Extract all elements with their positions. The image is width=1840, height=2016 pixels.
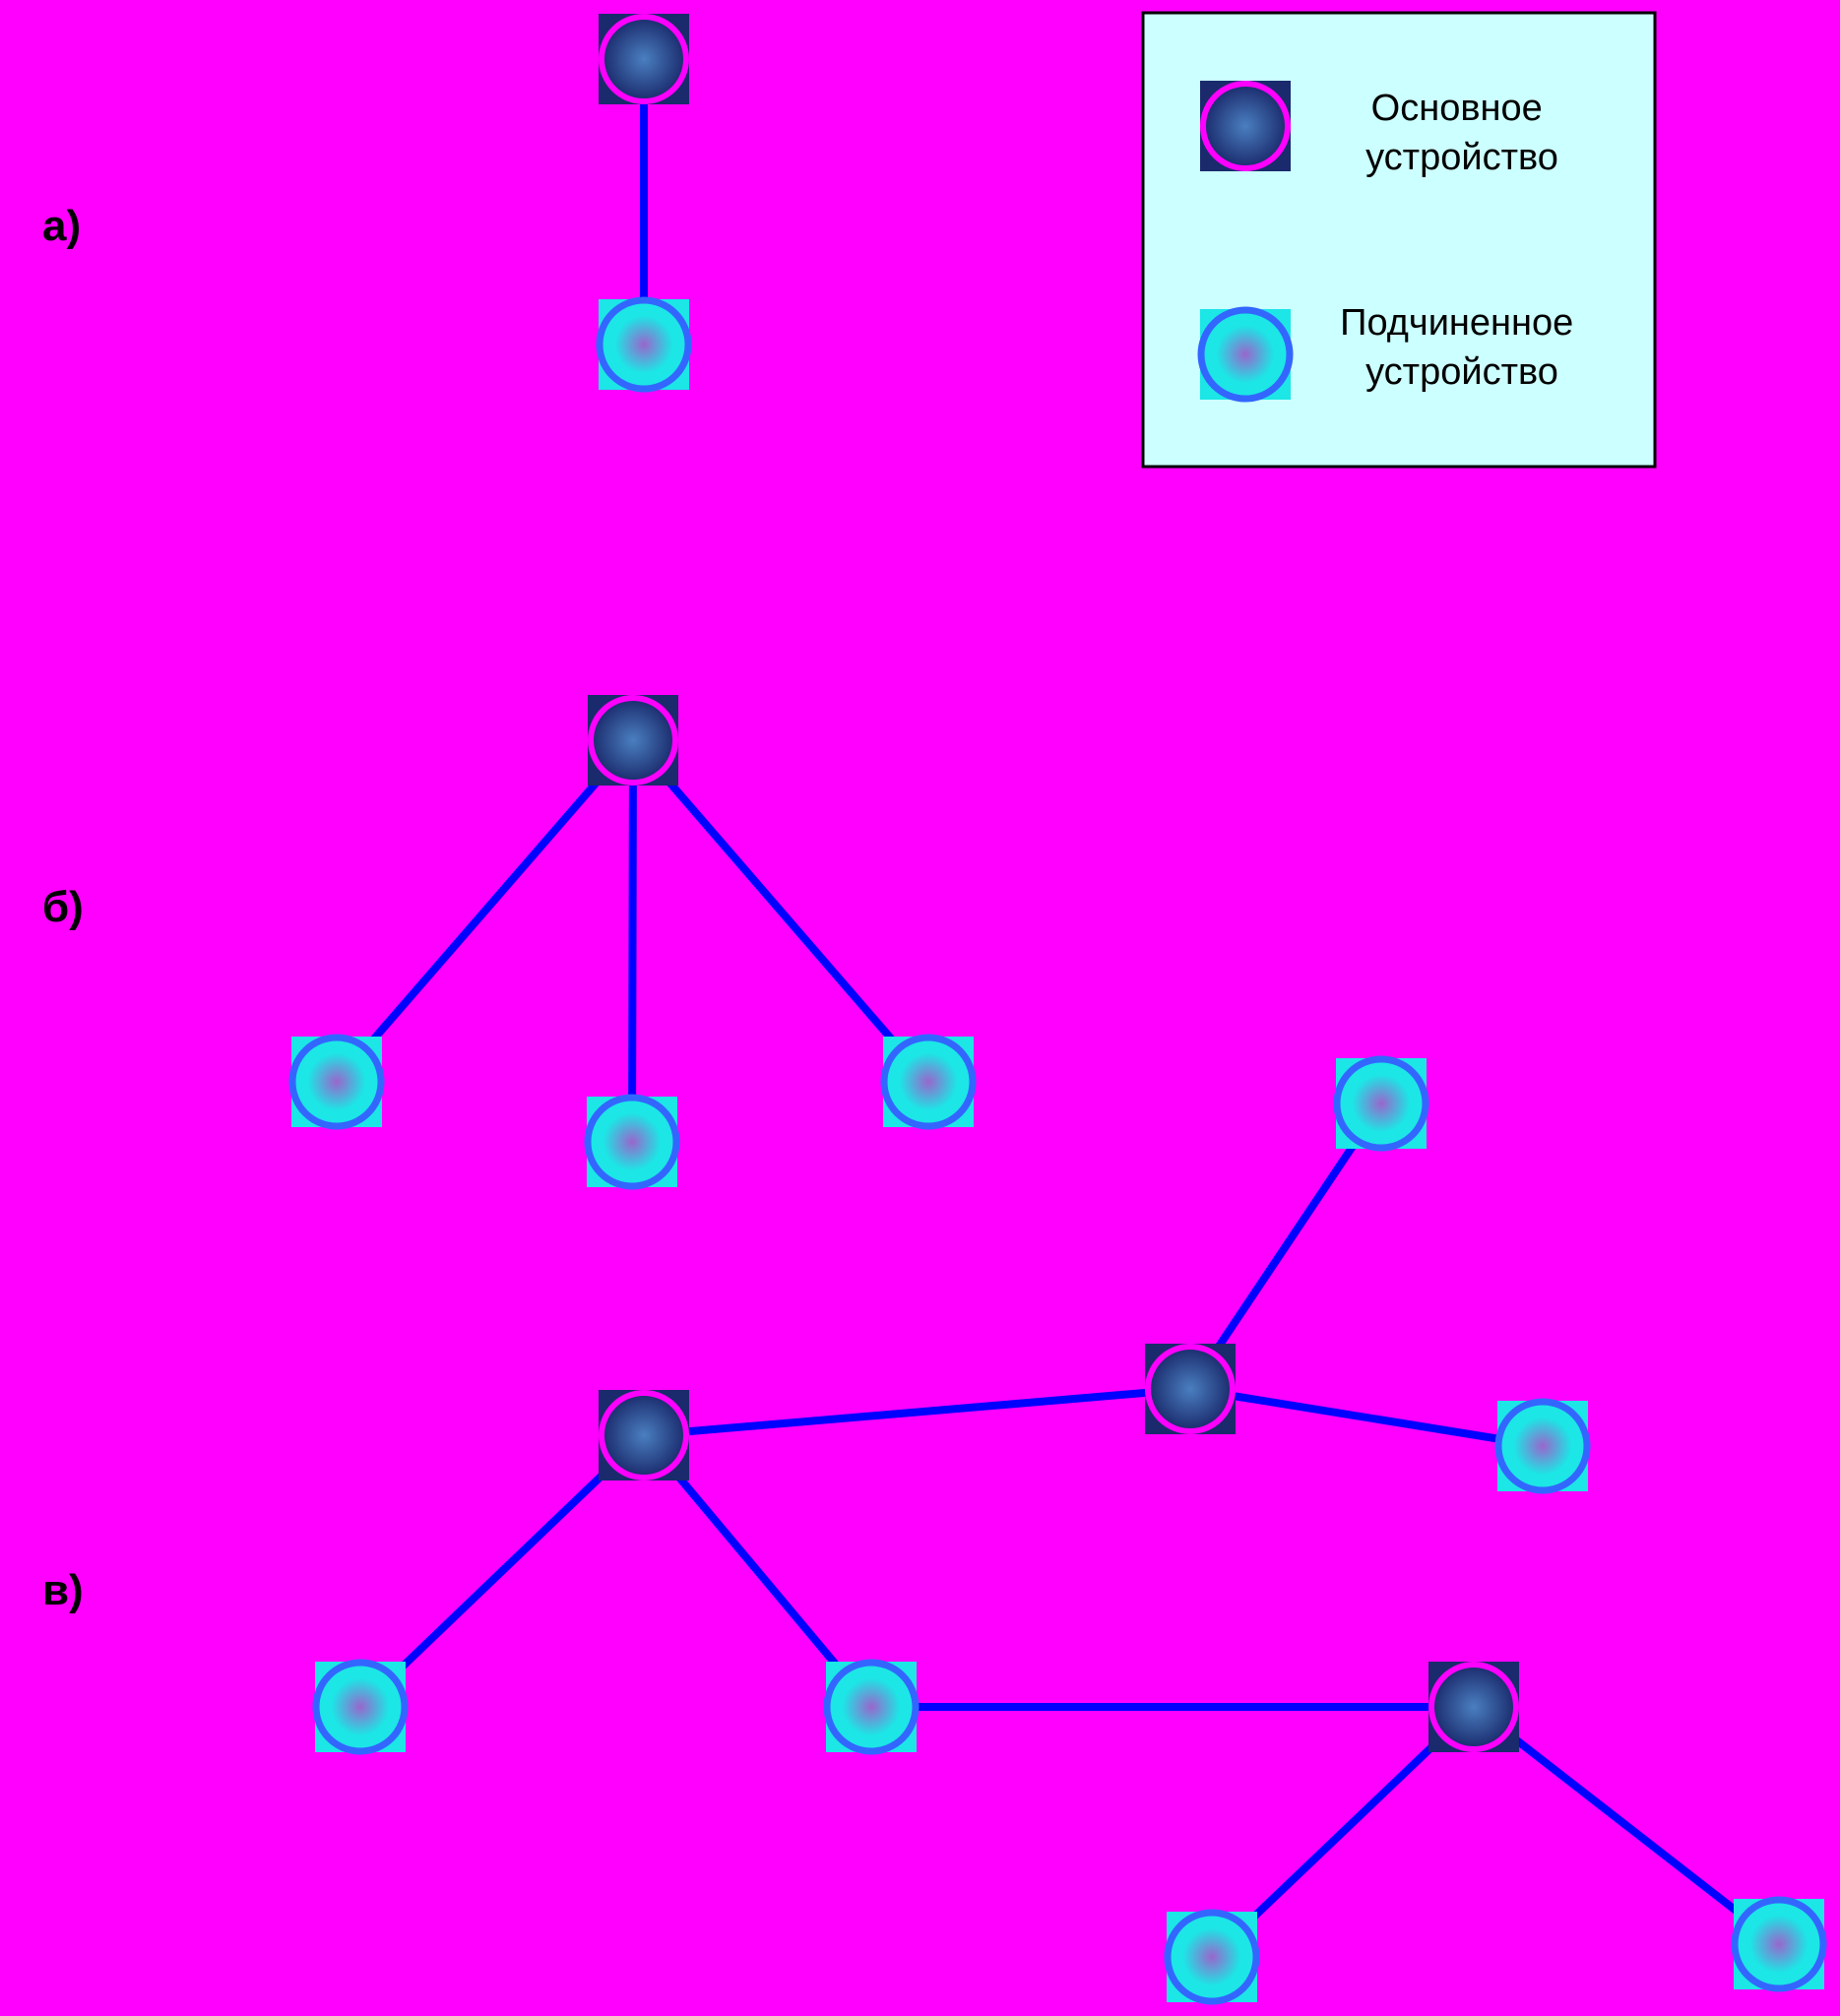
main-device-node-c-m1	[599, 1390, 689, 1480]
link-b-m1-s1	[333, 737, 637, 1085]
slave-device-node-c-s5	[1164, 1909, 1260, 2005]
main-device-node-c-m3	[1428, 1662, 1519, 1752]
nodes-layer	[288, 14, 1827, 2005]
legend-slave-line1: Подчиненное	[1340, 302, 1573, 344]
legend-main-line1: Основное	[1371, 88, 1543, 129]
slave-device-node-c-s4	[823, 1659, 920, 1755]
legend-main-label: Основное устройство	[1365, 88, 1558, 178]
main-device-icon	[1200, 81, 1291, 171]
slave-device-node-c-s3	[312, 1659, 409, 1755]
link-c-m3-s6	[1471, 1703, 1782, 1948]
slave-device-node-c-s6	[1731, 1896, 1827, 1992]
slave-device-node-c-s2	[1494, 1398, 1591, 1494]
slave-device-node-b-s2	[584, 1094, 680, 1190]
link-b-m1-s2	[628, 739, 637, 1143]
slave-device-node-b-s3	[880, 1034, 977, 1130]
link-c-m2-s2	[1189, 1385, 1544, 1450]
link-b-m1-s3	[629, 737, 932, 1085]
main-device-node-b-m1	[588, 695, 678, 786]
slave-device-node-c-s1	[1333, 1055, 1429, 1152]
legend: Основное устройство Подчиненное устройст…	[1141, 11, 1657, 469]
legend-slave-device-swatch	[1197, 306, 1294, 403]
diagram-a-label: а)	[42, 202, 81, 250]
main-device-node-a-m1	[599, 14, 689, 104]
legend-slave-line2: устройство	[1365, 351, 1558, 393]
diagram-b-label: б)	[42, 883, 84, 931]
legend-slave-label: Подчиненное устройство	[1340, 302, 1584, 393]
slave-device-icon	[1197, 306, 1294, 403]
slave-device-node-a-s1	[596, 296, 692, 393]
diagram-c-label: в)	[42, 1566, 84, 1614]
link-c-m1-m2	[643, 1385, 1191, 1439]
link-c-m1-s3	[357, 1432, 647, 1710]
legend-main-device-swatch	[1200, 81, 1291, 171]
main-device-node-c-m2	[1145, 1344, 1236, 1434]
legend-main-line2: устройство	[1365, 137, 1558, 178]
link-c-m2-s1	[1186, 1101, 1385, 1392]
slave-device-node-b-s1	[288, 1034, 385, 1130]
